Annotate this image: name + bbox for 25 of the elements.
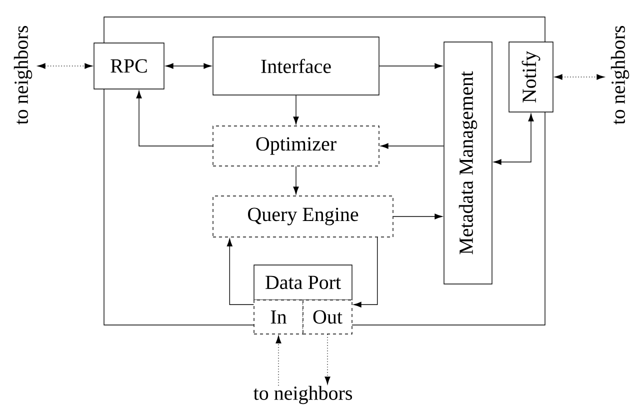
arrow [324,334,330,384]
arrow [554,74,604,80]
process-box: Metadata Management [444,42,492,284]
neighbor-label: to neighbors [14,26,32,125]
arrow [276,336,282,386]
process-box: Optimizer [212,126,380,166]
arrow [38,63,92,69]
arrow [226,238,254,305]
port-box: Out [302,300,352,334]
arrow [494,114,534,165]
arrow [293,95,299,124]
arrow [379,63,442,69]
arrow [293,166,299,194]
neighbor-label: to neighbors [253,386,352,404]
process-box: Query Engine [212,196,394,238]
arrow [393,214,442,220]
process-box: Notify [508,42,554,112]
neighbor-label: to neighbors [610,26,630,125]
arrow [380,143,444,149]
arrow [166,63,212,69]
process-box: RPC [94,42,164,90]
port-box: In [254,300,304,334]
process-box: Interface [212,36,380,96]
arrow [136,90,213,146]
arrow [354,236,378,308]
